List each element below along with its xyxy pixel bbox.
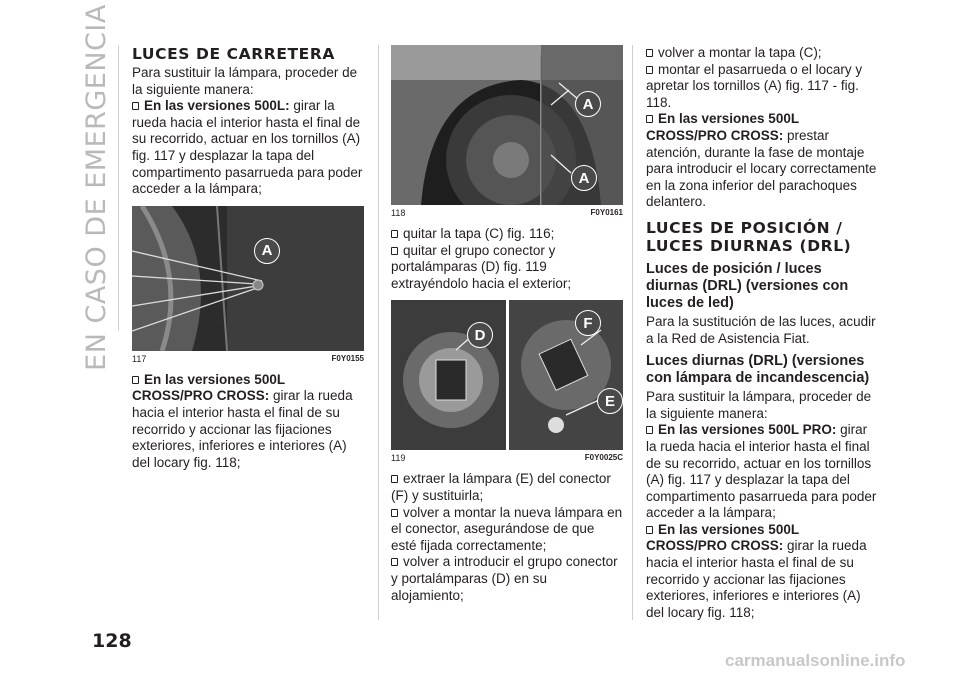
- subheading-incandescent: Luces diurnas (DRL) (versiones con lámpa…: [646, 353, 870, 387]
- figure-119-illustration: [391, 300, 623, 451]
- figure-117-illustration: [132, 205, 364, 351]
- bullet-item: En las versiones 500L CROSS/PRO CROSS: p…: [646, 111, 877, 210]
- bullet-icon: [646, 525, 653, 534]
- callout-label: A: [575, 91, 601, 117]
- bullet-item: En las versiones 500L CROSS/PRO CROSS: g…: [132, 371, 353, 470]
- figure-118-illustration: [391, 45, 623, 205]
- side-divider: [118, 45, 119, 331]
- bullet-item: extraer la lámpara (E) del conector (F) …: [391, 471, 611, 503]
- column-divider: [632, 45, 633, 620]
- subheading-led: Luces de posición / luces diurnas (DRL) …: [646, 260, 849, 311]
- callout-label: E: [597, 388, 623, 415]
- section-heading-position-lights: LUCES DE POSICIÓN / LUCES DIURNAS (DRL): [646, 218, 852, 255]
- bullet-item: quitar la tapa (C) fig. 116;: [391, 226, 623, 243]
- bullet-icon: [646, 115, 653, 124]
- page-number: 128: [92, 630, 132, 652]
- bullet-icon: [391, 230, 398, 238]
- bullet-item: volver a montar la nueva lámpara en el c…: [391, 504, 623, 553]
- callout-label: D: [467, 322, 493, 349]
- figure-118: A A: [391, 45, 623, 205]
- callout-label: F: [575, 310, 601, 337]
- column-1: LUCES DE CARRETERA Para sustituir la lám…: [132, 45, 364, 471]
- bullet-item: En las versiones 500L: girar la rueda ha…: [132, 98, 363, 197]
- column-3: volver a montar la tapa (C); montar el p…: [646, 45, 878, 621]
- bullet-icon: [391, 558, 398, 567]
- bullet-icon: [391, 246, 398, 255]
- callout-label: A: [254, 237, 280, 264]
- callout-label: A: [571, 165, 597, 191]
- bullet-item: volver a introducir el grupo conector y …: [391, 554, 618, 603]
- watermark: carmanualsonline.info: [725, 651, 906, 670]
- bullet-icon: [646, 426, 653, 435]
- bullet-item: volver a montar la tapa (C);: [646, 45, 878, 62]
- bullet-icon: [646, 49, 653, 57]
- body-text: Para sustituir la lámpara, proceder de l…: [646, 389, 872, 421]
- bullet-item: En las versiones 500L CROSS/PRO CROSS: g…: [646, 521, 867, 620]
- figure-119: D F E: [391, 300, 623, 451]
- bullet-item: montar el pasarrueda o el locary y apret…: [646, 61, 863, 110]
- bullet-icon: [646, 65, 653, 74]
- bullet-icon: [391, 508, 398, 517]
- column-divider: [378, 45, 379, 620]
- intro-text: Para sustituir la lámpara, proceder de l…: [132, 65, 358, 97]
- body-text: Para la sustitución de las luces, acudir…: [646, 313, 876, 346]
- section-heading-high-beam: LUCES DE CARRETERA: [132, 45, 336, 63]
- bullet-icon: [132, 375, 139, 384]
- bullet-icon: [132, 102, 139, 111]
- side-section-tab: EN CASO DE EMERGENCIA: [80, 4, 112, 371]
- figure-117: A: [132, 205, 364, 351]
- bullet-item: quitar el grupo conector y portalámparas…: [391, 242, 572, 291]
- bullet-icon: [391, 475, 398, 484]
- bullet-item: En las versiones 500L PRO: girar la rued…: [646, 422, 877, 521]
